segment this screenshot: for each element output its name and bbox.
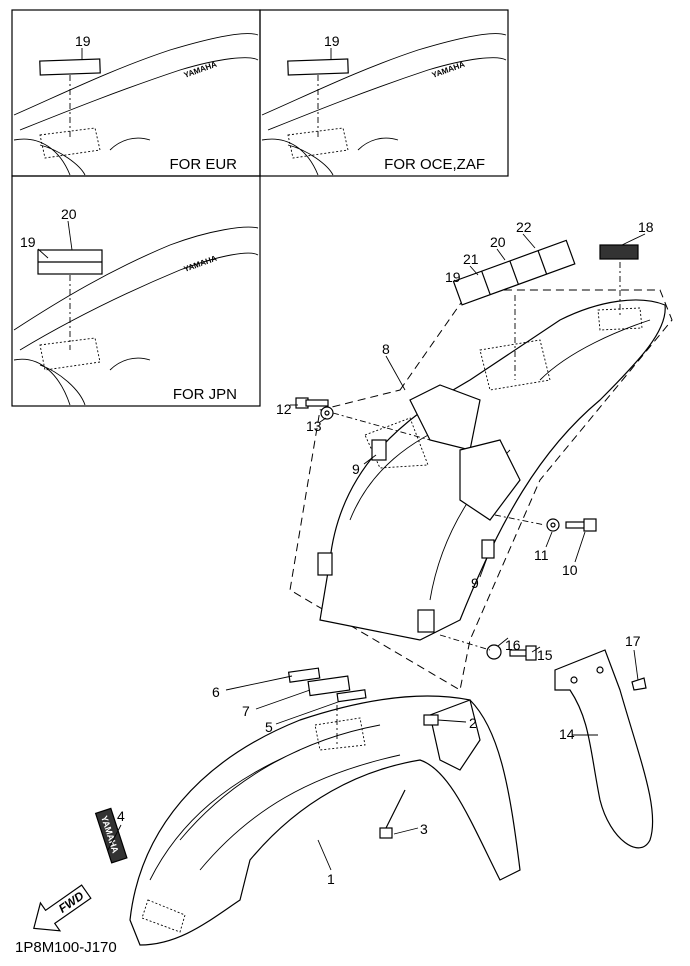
callout-14: 14 (559, 726, 575, 742)
leader-lines (37, 48, 646, 871)
callout-8: 8 (382, 341, 390, 357)
front-fender: YAMAHA (94, 667, 521, 946)
callout-panel-jpn-20: 20 (61, 206, 77, 222)
callout-10: 10 (562, 562, 578, 578)
callout-5: 5 (265, 719, 273, 735)
callout-19: 19 (445, 269, 461, 285)
callout-15: 15 (537, 647, 553, 663)
caption-for-jpn: FOR JPN (173, 386, 237, 403)
bolt-3 (379, 789, 406, 839)
callout-9a: 9 (352, 461, 360, 477)
callout-21: 21 (463, 251, 479, 267)
collar-16 (486, 644, 502, 660)
callout-1: 1 (327, 871, 335, 887)
callout-7: 7 (242, 703, 250, 719)
callout-4: 4 (117, 808, 125, 824)
nut-9a (371, 439, 387, 461)
inset-panel-oce-zaf: YAMAHA (259, 9, 509, 177)
decals-5-6-7 (287, 667, 367, 703)
caption-for-oce-zaf: FOR OCE,ZAF (384, 156, 485, 173)
bolt-10 (565, 518, 597, 532)
callout-9b: 9 (471, 575, 479, 591)
mud-flap (554, 649, 654, 849)
caption-for-eur: FOR EUR (170, 156, 238, 173)
callout-16: 16 (505, 637, 521, 653)
diagram-code: 1P8M100-J170 (15, 939, 117, 956)
grommet-2 (423, 714, 439, 726)
callout-18: 18 (638, 219, 654, 235)
rear-fender-assembly (289, 239, 673, 691)
decal-strips (452, 239, 576, 306)
callout-panel-oce-19: 19 (324, 33, 340, 49)
inset-panel-jpn: YAMAHA (11, 175, 261, 407)
callout-13: 13 (306, 418, 322, 434)
callout-17: 17 (625, 633, 641, 649)
fwd-arrow-icon (33, 884, 92, 932)
inset-panel-eur: YAMAHA (11, 9, 261, 177)
bolt-12 (295, 397, 329, 409)
callout-panel-jpn-19: 19 (20, 234, 36, 250)
bolt-15 (509, 645, 537, 661)
callout-numbers: 19 19 20 19 18 22 20 21 19 8 12 13 9 11 … (20, 33, 654, 887)
callout-panel-eur-19: 19 (75, 33, 91, 49)
nut-9b (481, 539, 495, 559)
callout-6: 6 (212, 684, 220, 700)
svg-text:YAMAHA: YAMAHA (183, 254, 219, 274)
callout-22: 22 (516, 219, 532, 235)
logo-decal: YAMAHA (183, 60, 219, 80)
callout-20: 20 (490, 234, 506, 250)
callout-3: 3 (420, 821, 428, 837)
callout-11: 11 (534, 547, 549, 563)
callout-2: 2 (469, 715, 477, 731)
callout-12: 12 (276, 401, 292, 417)
svg-text:YAMAHA: YAMAHA (431, 60, 467, 80)
